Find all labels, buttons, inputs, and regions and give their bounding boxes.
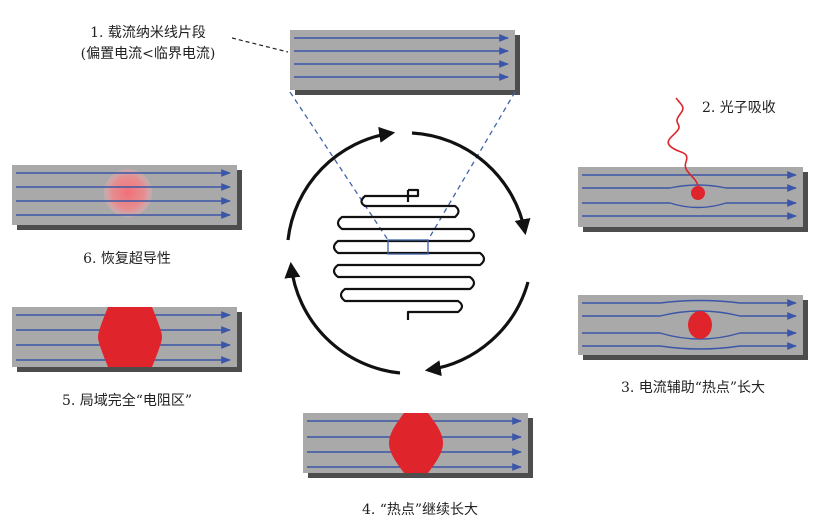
label-step1-line2: (偏置电流<临界电流) bbox=[81, 46, 216, 62]
photon-icon bbox=[667, 97, 699, 187]
label-step2: 2. 光子吸收 bbox=[702, 100, 776, 116]
zoom-indicator bbox=[289, 91, 516, 241]
nanowire-meander bbox=[332, 188, 486, 320]
hotspot-growing bbox=[688, 311, 712, 339]
cycle-arrow-top-left bbox=[286, 126, 396, 241]
label-leader-line bbox=[231, 37, 289, 53]
cycle-arrow-top-right bbox=[411, 131, 531, 236]
current-line bbox=[582, 299, 797, 307]
strip-step6 bbox=[12, 165, 242, 230]
zoom-region-box bbox=[387, 239, 429, 255]
current-line bbox=[582, 342, 797, 350]
label-step6: 6. 恢复超导性 bbox=[83, 250, 171, 267]
cycle-arrows bbox=[284, 126, 531, 377]
resistive-region bbox=[98, 307, 162, 367]
strip-step1 bbox=[290, 30, 520, 95]
strip-step3 bbox=[578, 295, 808, 360]
hotspot-initial bbox=[691, 186, 705, 200]
label-step3: 3. 电流辅助“热点”长大 bbox=[621, 380, 765, 396]
strip-step4 bbox=[303, 413, 533, 478]
label-step4: 4. “热点”继续长大 bbox=[362, 501, 478, 518]
current-line bbox=[582, 199, 797, 209]
cycle-arrow-bottom-left bbox=[284, 261, 401, 375]
recovering-spot bbox=[104, 169, 152, 217]
strip-step5 bbox=[12, 307, 242, 372]
label-step5: 5. 局域完全“电阻区” bbox=[62, 392, 192, 409]
cycle-arrow-bottom-right bbox=[424, 281, 530, 377]
label-step1-line1: 1. 载流纳米线片段 bbox=[90, 25, 206, 41]
hotspot-large bbox=[389, 413, 443, 473]
